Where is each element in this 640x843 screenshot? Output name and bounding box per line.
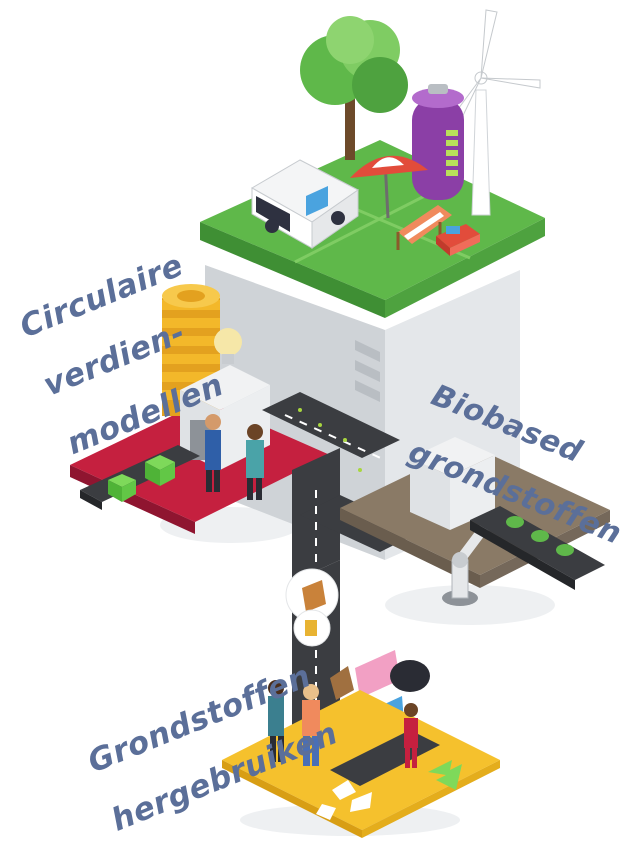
business-people-top <box>205 414 264 500</box>
picnic-basket-icon <box>436 224 480 256</box>
light-bulb-icon <box>214 328 242 364</box>
electric-bus-icon <box>250 159 359 249</box>
parasol-icon <box>350 155 428 219</box>
recycle-icon <box>316 780 372 820</box>
tree-icon <box>300 16 408 160</box>
wind-turbine-icon <box>449 9 541 216</box>
plant-icon <box>506 516 574 556</box>
conveyor-right <box>470 506 605 590</box>
battery-icon <box>412 84 464 200</box>
worker-bottom <box>404 703 418 768</box>
people-bottom <box>268 680 320 766</box>
arrow-icon <box>428 760 462 790</box>
machine-box-right <box>410 437 495 530</box>
conveyor-left <box>80 445 200 510</box>
